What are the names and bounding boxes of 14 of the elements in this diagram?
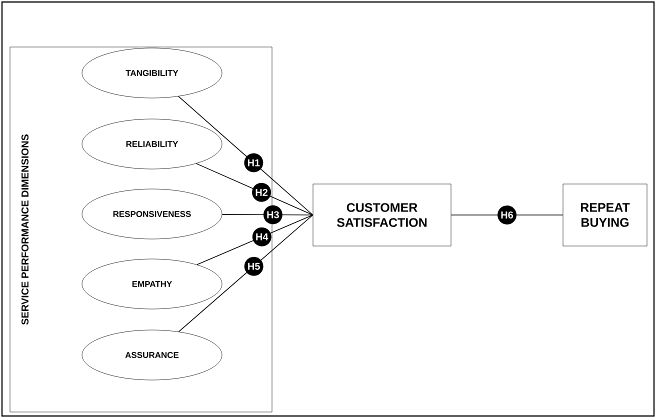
edge-label: H4 (252, 227, 272, 246)
edge-label: H5 (244, 256, 264, 276)
edge-label: H3 (263, 205, 282, 224)
connector (450, 214, 564, 216)
box: REPEAT BUYING (562, 184, 648, 246)
edge-label: H6 (498, 206, 516, 224)
edge-label: H1 (244, 153, 264, 172)
edge-label: H2 (252, 182, 272, 202)
box: CUSTOMER SATISFACTION (312, 184, 452, 246)
connector (196, 163, 314, 216)
connector (178, 96, 314, 216)
connector (196, 214, 314, 266)
connector (178, 214, 314, 332)
connector (222, 214, 314, 216)
